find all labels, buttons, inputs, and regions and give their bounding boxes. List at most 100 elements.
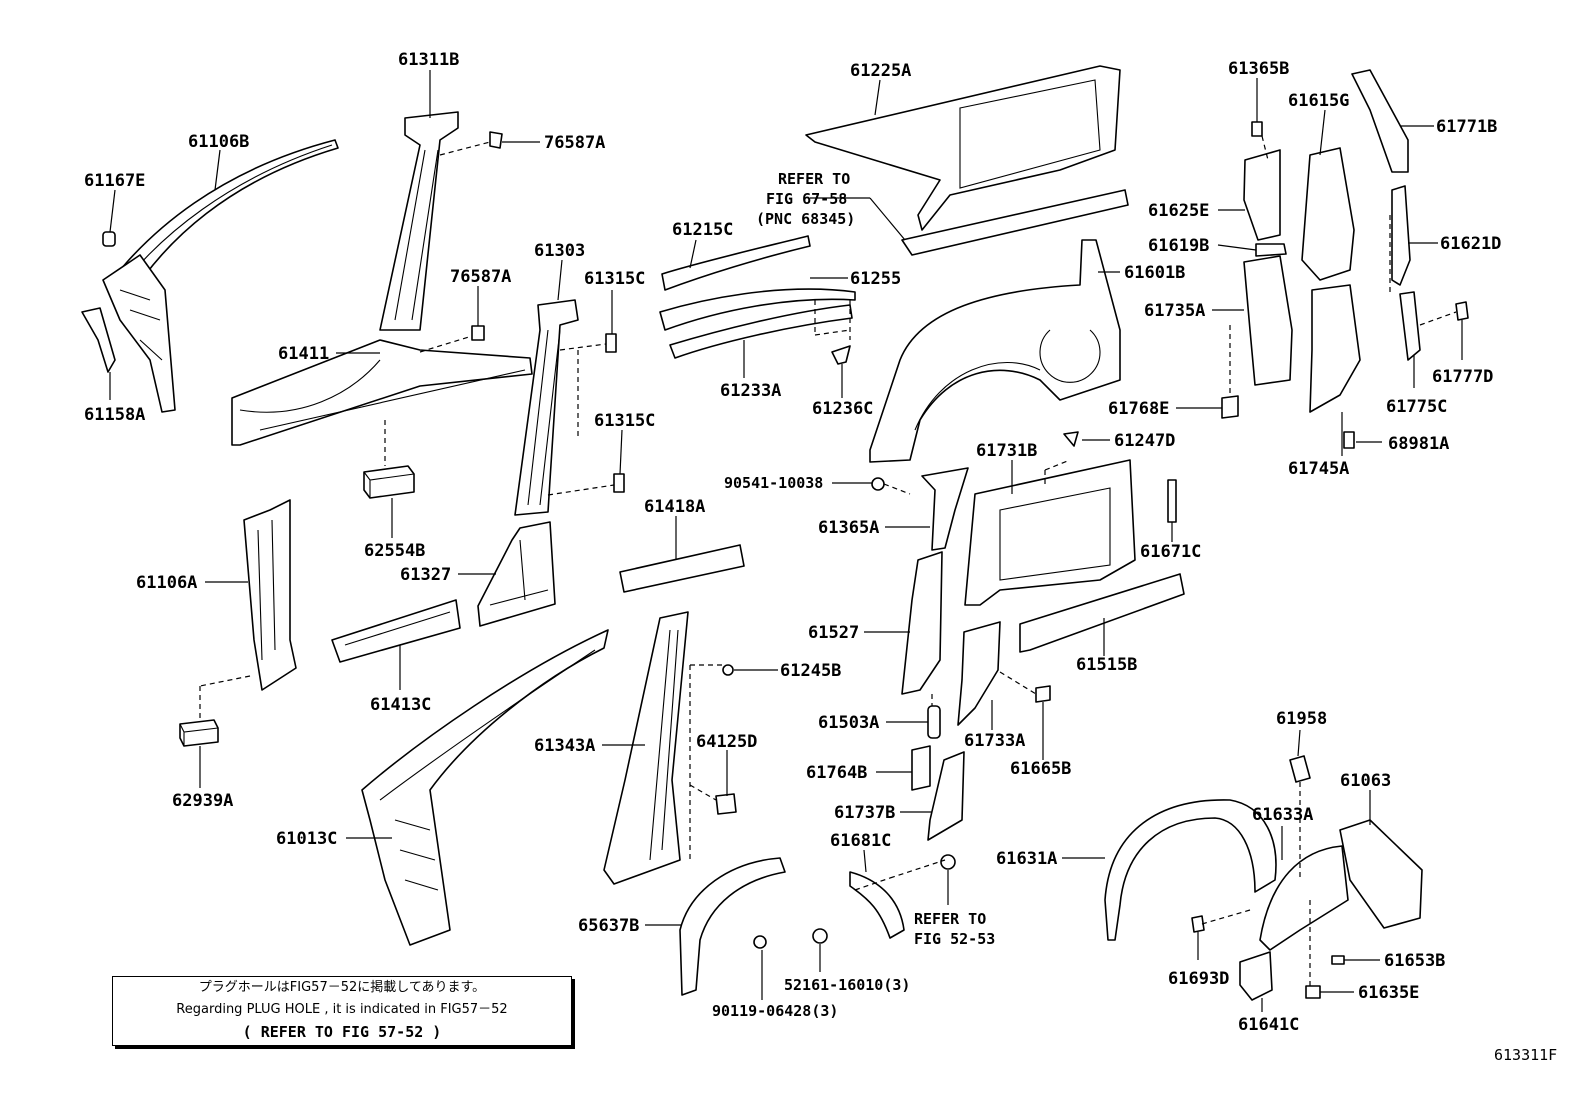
label-61106b: 61106B xyxy=(188,132,249,152)
part-61635e-shape xyxy=(1305,985,1321,999)
leader-lines xyxy=(109,70,1463,1012)
part-61303-shape xyxy=(514,299,579,516)
label-52161: 52161-16010(3) xyxy=(784,976,910,994)
part-61631a-shape xyxy=(1104,799,1277,941)
note-line-en: Regarding PLUG HOLE , it is indicated in… xyxy=(176,1002,508,1017)
label-61365b: 61365B xyxy=(1228,59,1289,79)
part-61343a-shape xyxy=(603,611,689,885)
label-61365a: 61365A xyxy=(818,518,879,538)
part-61731b-shape xyxy=(964,459,1136,606)
part-61633a-shape xyxy=(1259,845,1349,951)
label-61158a: 61158A xyxy=(84,405,145,425)
part-61365b-shape xyxy=(1251,121,1263,137)
note-line-jp: プラグホールはFIG57－52に掲載してあります。 xyxy=(198,980,486,995)
part-76587a-shape xyxy=(471,325,485,341)
part-61411-shape xyxy=(231,339,533,446)
part-refer-52-clip-shape xyxy=(940,854,956,870)
label-61665b: 61665B xyxy=(1010,759,1071,779)
refer-67-line2: FIG 67-58 xyxy=(766,190,847,208)
label-61327: 61327 xyxy=(400,565,451,585)
note-line-refer: ( REFER TO FIG 57-52 ) xyxy=(242,1023,442,1041)
part-61225a-shape xyxy=(805,65,1121,231)
label-61515b: 61515B xyxy=(1076,655,1137,675)
label-61343a: 61343A xyxy=(534,736,595,756)
label-61735a: 61735A xyxy=(1144,301,1205,321)
part-61515b-shape xyxy=(1019,573,1185,653)
label-61671c: 61671C xyxy=(1140,542,1201,562)
label-61771b: 61771B xyxy=(1436,117,1497,137)
refer-67-line3: (PNC 68345) xyxy=(756,210,855,228)
label-61245b: 61245B xyxy=(780,661,841,681)
part-61158a-shape xyxy=(81,307,116,373)
label-61764b: 61764B xyxy=(806,763,867,783)
label-61106a: 61106A xyxy=(136,573,197,593)
part-61958-shape xyxy=(1289,755,1311,783)
part-61737b-shape xyxy=(927,751,965,841)
part-61625e-shape xyxy=(1243,149,1281,241)
part-61315c-shape xyxy=(613,473,625,493)
label-62554b: 62554B xyxy=(364,541,425,561)
label-76587a: 76587A xyxy=(450,267,511,287)
part-61745a-shape xyxy=(1309,284,1361,413)
label-61225a: 61225A xyxy=(850,61,911,81)
refer-fig-67-58: REFER TO FIG 67-58 (PNC 68345) xyxy=(756,170,855,228)
label-64125d: 64125D xyxy=(696,732,757,752)
part-61601b-shape xyxy=(869,239,1121,463)
part-61503a-shape xyxy=(927,705,941,739)
part-62939a-shape xyxy=(179,719,219,747)
part-sill-strip-shape xyxy=(901,189,1129,256)
refer-52-line1: REFER TO xyxy=(914,910,986,928)
label-61653b: 61653B xyxy=(1384,951,1445,971)
figure-id: 613311F xyxy=(1494,1046,1558,1064)
label-61215c: 61215C xyxy=(672,220,733,240)
part-61665b-shape xyxy=(1035,685,1051,703)
part-61236c-shape xyxy=(831,345,851,365)
part-61671c-shape xyxy=(1167,479,1177,523)
label-61303: 61303 xyxy=(534,241,585,261)
part-61768e-shape xyxy=(1221,395,1239,419)
part-61063-shape xyxy=(1339,819,1423,929)
plug-hole-note: プラグホールはFIG57－52に掲載してあります。 Regarding PLUG… xyxy=(112,976,572,1046)
part-61527-shape xyxy=(901,551,943,695)
label-61777d: 61777D xyxy=(1432,367,1493,387)
label-61255: 61255 xyxy=(850,269,901,289)
part-61775c-shape xyxy=(1399,291,1421,361)
label-61737b: 61737B xyxy=(834,803,895,823)
part-64125d-shape xyxy=(715,793,737,815)
part-68981a-shape xyxy=(1343,431,1355,449)
part-61418a-shape xyxy=(619,544,745,593)
label-61063: 61063 xyxy=(1340,771,1391,791)
label-62939a: 62939A xyxy=(172,791,233,811)
part-61693d-shape xyxy=(1191,915,1205,933)
part-61233a-shape xyxy=(669,304,853,359)
part-61311b-shape xyxy=(379,111,459,331)
label-61733a: 61733A xyxy=(964,731,1025,751)
part-labels: 61311B 76587A 61106B 61167E 61158A 76587… xyxy=(84,50,1501,1035)
part-61615g-shape xyxy=(1301,147,1355,281)
refer-52-line2: FIG 52-53 xyxy=(914,930,995,948)
part-61653b-shape xyxy=(1331,955,1345,965)
label-68981a: 68981A xyxy=(1388,434,1449,454)
label-61768e: 61768E xyxy=(1108,399,1169,419)
part-61681c-shape xyxy=(849,871,905,939)
part-61764b-shape xyxy=(911,745,931,791)
part-61771b-shape xyxy=(1351,69,1409,173)
label-61413c: 61413C xyxy=(370,695,431,715)
part-52161-shape xyxy=(812,928,828,944)
label-61958: 61958 xyxy=(1276,709,1327,729)
part-61641c-shape xyxy=(1239,951,1273,1001)
label-61167e: 61167E xyxy=(84,171,145,191)
part-90541-shape xyxy=(871,477,885,491)
part-76587a-top-shape xyxy=(489,131,503,149)
part-61619b-shape xyxy=(1255,243,1287,257)
label-61641c: 61641C xyxy=(1238,1015,1299,1035)
part-65637b-shape xyxy=(679,857,786,996)
label-61411: 61411 xyxy=(278,344,329,364)
refer-67-line1: REFER TO xyxy=(778,170,850,188)
part-61327-shape xyxy=(477,521,556,627)
part-61733a-shape xyxy=(957,621,1001,726)
label-61731b: 61731B xyxy=(976,441,1037,461)
label-61315c-top: 61315C xyxy=(584,269,645,289)
label-61693d: 61693D xyxy=(1168,969,1229,989)
